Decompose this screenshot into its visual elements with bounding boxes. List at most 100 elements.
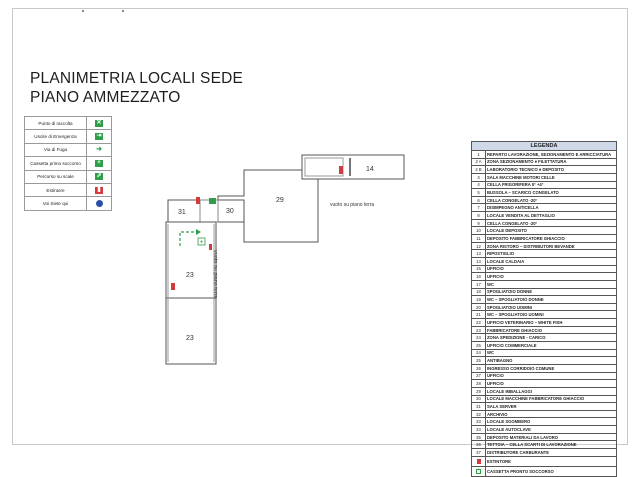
legend-description: LOCALE CALDAIA — [485, 256, 617, 266]
legend-description: INGRESSO CORRIDOIO COMUNE — [485, 363, 617, 373]
legend-number: 31 — [471, 402, 486, 411]
legend-number: 19 — [471, 295, 486, 304]
legend-number: 33 — [471, 417, 486, 427]
legend-extra-row: ESTINTORE — [471, 455, 617, 467]
drawing-sheet-border — [12, 8, 628, 445]
legend-description: SPOGLIATOIO DONNE — [485, 287, 617, 297]
legend-number: 4 — [471, 180, 486, 190]
legend-description: UFFICIO VETERINARIO – WHITE FISH — [485, 318, 617, 327]
escape-route-icon: ➜ — [96, 146, 102, 154]
legend-number: 14 — [471, 256, 486, 266]
legend-number: 7 — [471, 203, 486, 213]
room-number-14: 14 — [366, 166, 374, 173]
fire-extinguisher-icon — [476, 458, 481, 464]
legend-description: UFFICIO — [485, 272, 617, 281]
legend-description: DISTRIBUTORE CARBURANTE — [485, 448, 617, 457]
legend-description: ZONA RISTORO – DISTRIBUTORI BEVANDE — [485, 241, 617, 251]
legend-number: 36 — [471, 440, 486, 449]
legend-extra-row: CASSETTA PRONTO SOCCORSO — [471, 465, 617, 477]
room-number-30: 30 — [226, 208, 234, 215]
legend-number: 3 — [471, 172, 486, 182]
legend-number: 28 — [471, 379, 486, 388]
legend-number: 32 — [471, 409, 486, 419]
symbol-key-row: Voi Siete qui — [24, 196, 112, 211]
legend-extra-label: ESTINTORE — [485, 455, 617, 467]
legend-description: DISIMPEGNO ANTICELLA — [485, 203, 617, 213]
legend-description: WC — [485, 279, 617, 289]
legend-number: 35 — [471, 432, 486, 442]
legend-description: SALA SERVER — [485, 402, 617, 411]
emergency-exit-icon — [209, 198, 216, 204]
legend-number: 22 — [471, 318, 486, 327]
legend-number: 13 — [471, 249, 486, 258]
first-aid-cross: + — [200, 239, 204, 246]
legend-description: DEPOSITO FABBRICATORE GHIACCIO — [485, 234, 617, 243]
legend-title: LEGENDA — [471, 141, 617, 150]
legend-number: 16 — [471, 272, 486, 281]
room-number-23: 23 — [186, 335, 194, 342]
legend-description: WC – SPOGLIATOIO UOMINI — [485, 310, 617, 320]
legend-number: 18 — [471, 287, 486, 297]
legend-number: 27 — [471, 371, 486, 381]
legend-number: 29 — [471, 386, 486, 396]
room-number-23: 23 — [186, 272, 194, 279]
escape-route-path — [179, 231, 196, 246]
legend-number: 34 — [471, 425, 486, 434]
first-aid-icon: + — [95, 159, 103, 167]
legend-description: LABORATORIO TECNICO e DEPOSITO — [485, 165, 617, 174]
legend-description: DEPOSITO MATERIALI DA LAVORO — [485, 432, 617, 442]
legend-description: SPOGLIATOIO UOMINI — [485, 302, 617, 312]
first-aid-icon — [476, 468, 481, 474]
legend-description: FABBRICATORE GHIACCIO — [485, 325, 617, 335]
legend-description: LOCALE MACCHINE FABBRICATORE GHIACCIO — [485, 394, 617, 404]
legend-description: LOCALE IMBALLAGGI — [485, 386, 617, 396]
room-14-outline — [301, 154, 405, 180]
sheet-corner-mark — [122, 10, 124, 12]
legend-number: 11 — [471, 234, 486, 243]
legend-description: BUSSOLA – SCARICO CONGELATO — [485, 188, 617, 197]
legend-number: 26 — [471, 363, 486, 373]
legend-description: ZONA SEZIONAMENTO e FILETTATURA — [485, 157, 617, 167]
stairs-route-icon: ⇗ — [95, 173, 103, 181]
legend-description: LOCALE SGOMBERO — [485, 417, 617, 427]
legend-description: UFFICIO — [485, 264, 617, 274]
legend-description: CELLA CONGELATO -20° — [485, 195, 617, 205]
room-number-29: 29 — [276, 197, 284, 204]
legend-description: CELLA FRIGORIFERA 0° +4° — [485, 180, 617, 190]
legend-description: UFFICIO — [485, 371, 617, 381]
legend-extra-label: CASSETTA PRONTO SOCCORSO — [485, 465, 617, 477]
legend-description: TETTOIA – CELLA SCARTI DI LAVORAZIONE — [485, 440, 617, 449]
legend-description: ZONA SPEDIZIONE - CARICO — [485, 333, 617, 342]
wing-23-outline — [165, 221, 217, 365]
